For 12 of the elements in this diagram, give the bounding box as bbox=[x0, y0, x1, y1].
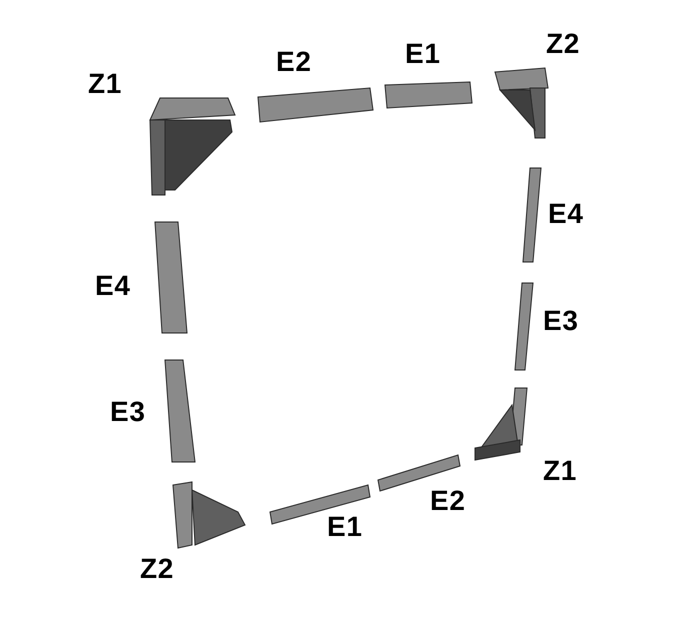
part-label: E2 bbox=[276, 48, 312, 76]
part-label: E1 bbox=[327, 513, 363, 541]
part-label: Z2 bbox=[546, 30, 580, 58]
part-label: E2 bbox=[430, 487, 466, 515]
part-label: E1 bbox=[405, 40, 441, 68]
part-label: E3 bbox=[543, 307, 579, 335]
part-label: E4 bbox=[548, 200, 584, 228]
part-label: Z1 bbox=[543, 457, 578, 485]
part-label: Z1 bbox=[88, 70, 122, 98]
part-label: E4 bbox=[95, 272, 131, 300]
part-label: E3 bbox=[110, 398, 146, 426]
part-label: Z2 bbox=[140, 555, 174, 583]
